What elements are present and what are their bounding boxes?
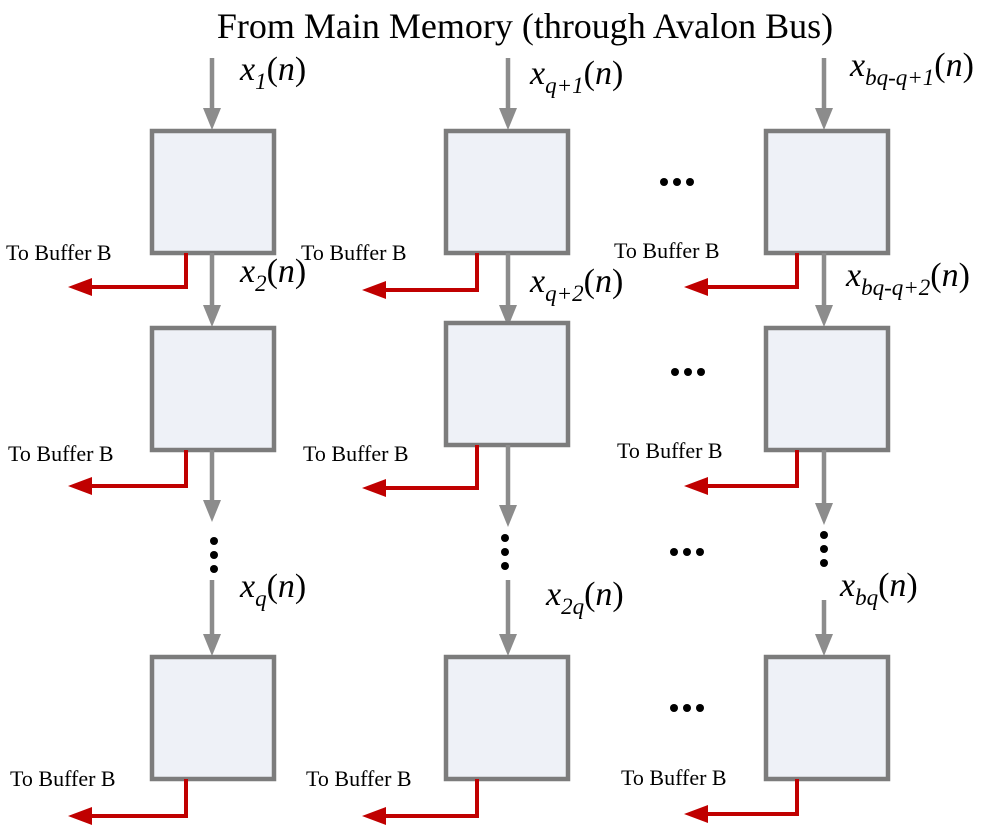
- signal-label-x2q: x2q(n): [545, 576, 624, 619]
- column-2: To Buffer B To Buffer B To Bu: [301, 55, 624, 825]
- buffer-label: To Buffer B: [614, 238, 720, 263]
- memory-block-c3-r3: [763, 654, 891, 782]
- buffer-label: To Buffer B: [6, 240, 112, 265]
- column-1: To Buffer B To Buffer B To Bu: [6, 51, 306, 825]
- memory-block-c3-r1: [763, 128, 891, 256]
- memory-block-c1-r2: [149, 325, 277, 453]
- memory-block-c1-r1: [149, 128, 277, 256]
- input-arrow: [499, 445, 517, 527]
- input-arrow: [815, 253, 833, 327]
- signal-label-xbq-q1: xbq-q+1(n): [849, 47, 974, 90]
- vertical-ellipsis: [210, 537, 218, 573]
- memory-block-c1-r3: [149, 654, 277, 782]
- horizontal-ellipsis-row-1: [660, 178, 694, 186]
- buffer-label: To Buffer B: [306, 766, 412, 791]
- input-arrow: [499, 580, 517, 656]
- output-arrow: [684, 253, 799, 296]
- signal-label-xbq-q2: xbq-q+2(n): [845, 257, 970, 300]
- column-3: To Buffer B To Buffer B To Bu: [614, 47, 974, 823]
- buffer-label: To Buffer B: [8, 441, 114, 466]
- signal-label-xq: xq(n): [239, 568, 306, 611]
- input-arrow: [499, 58, 517, 130]
- buffer-label: To Buffer B: [10, 766, 116, 791]
- memory-block-c2-r3: [443, 654, 571, 782]
- input-arrow: [203, 450, 221, 522]
- horizontal-ellipsis-row-2: [671, 368, 705, 376]
- signal-label-xbq: xbq(n): [839, 567, 918, 610]
- horizontal-ellipsis-row-4: [670, 704, 704, 712]
- diagram-title: From Main Memory (through Avalon Bus): [217, 6, 833, 46]
- signal-label-xq1: xq+1(n): [529, 55, 623, 98]
- horizontal-ellipsis-row-3: [670, 548, 704, 556]
- output-arrow: [362, 779, 479, 825]
- output-arrow: [68, 253, 188, 296]
- signal-label-x1: x1(n): [239, 51, 306, 94]
- output-arrow: [684, 450, 799, 495]
- input-arrow: [203, 58, 221, 130]
- vertical-ellipsis: [820, 531, 828, 567]
- memory-block-c3-r2: [763, 325, 891, 453]
- buffer-label: To Buffer B: [621, 765, 727, 790]
- input-arrow: [203, 580, 221, 656]
- buffer-label: To Buffer B: [303, 441, 409, 466]
- input-arrow: [815, 58, 833, 130]
- signal-label-xq2: xq+2(n): [529, 263, 623, 306]
- memory-block-c2-r2: [443, 320, 571, 448]
- output-arrow: [684, 779, 799, 823]
- output-arrow: [68, 779, 188, 825]
- input-arrow: [815, 450, 833, 525]
- vertical-ellipsis: [501, 534, 509, 570]
- output-arrow: [362, 445, 479, 497]
- output-arrow: [362, 253, 479, 299]
- input-arrow: [815, 600, 833, 656]
- memory-block-c2-r1: [443, 128, 571, 256]
- output-arrow: [68, 450, 188, 495]
- input-arrow: [499, 253, 517, 327]
- input-arrow: [203, 253, 221, 327]
- buffer-label: To Buffer B: [301, 240, 407, 265]
- signal-label-x2: x2(n): [239, 253, 306, 296]
- buffer-label: To Buffer B: [617, 438, 723, 463]
